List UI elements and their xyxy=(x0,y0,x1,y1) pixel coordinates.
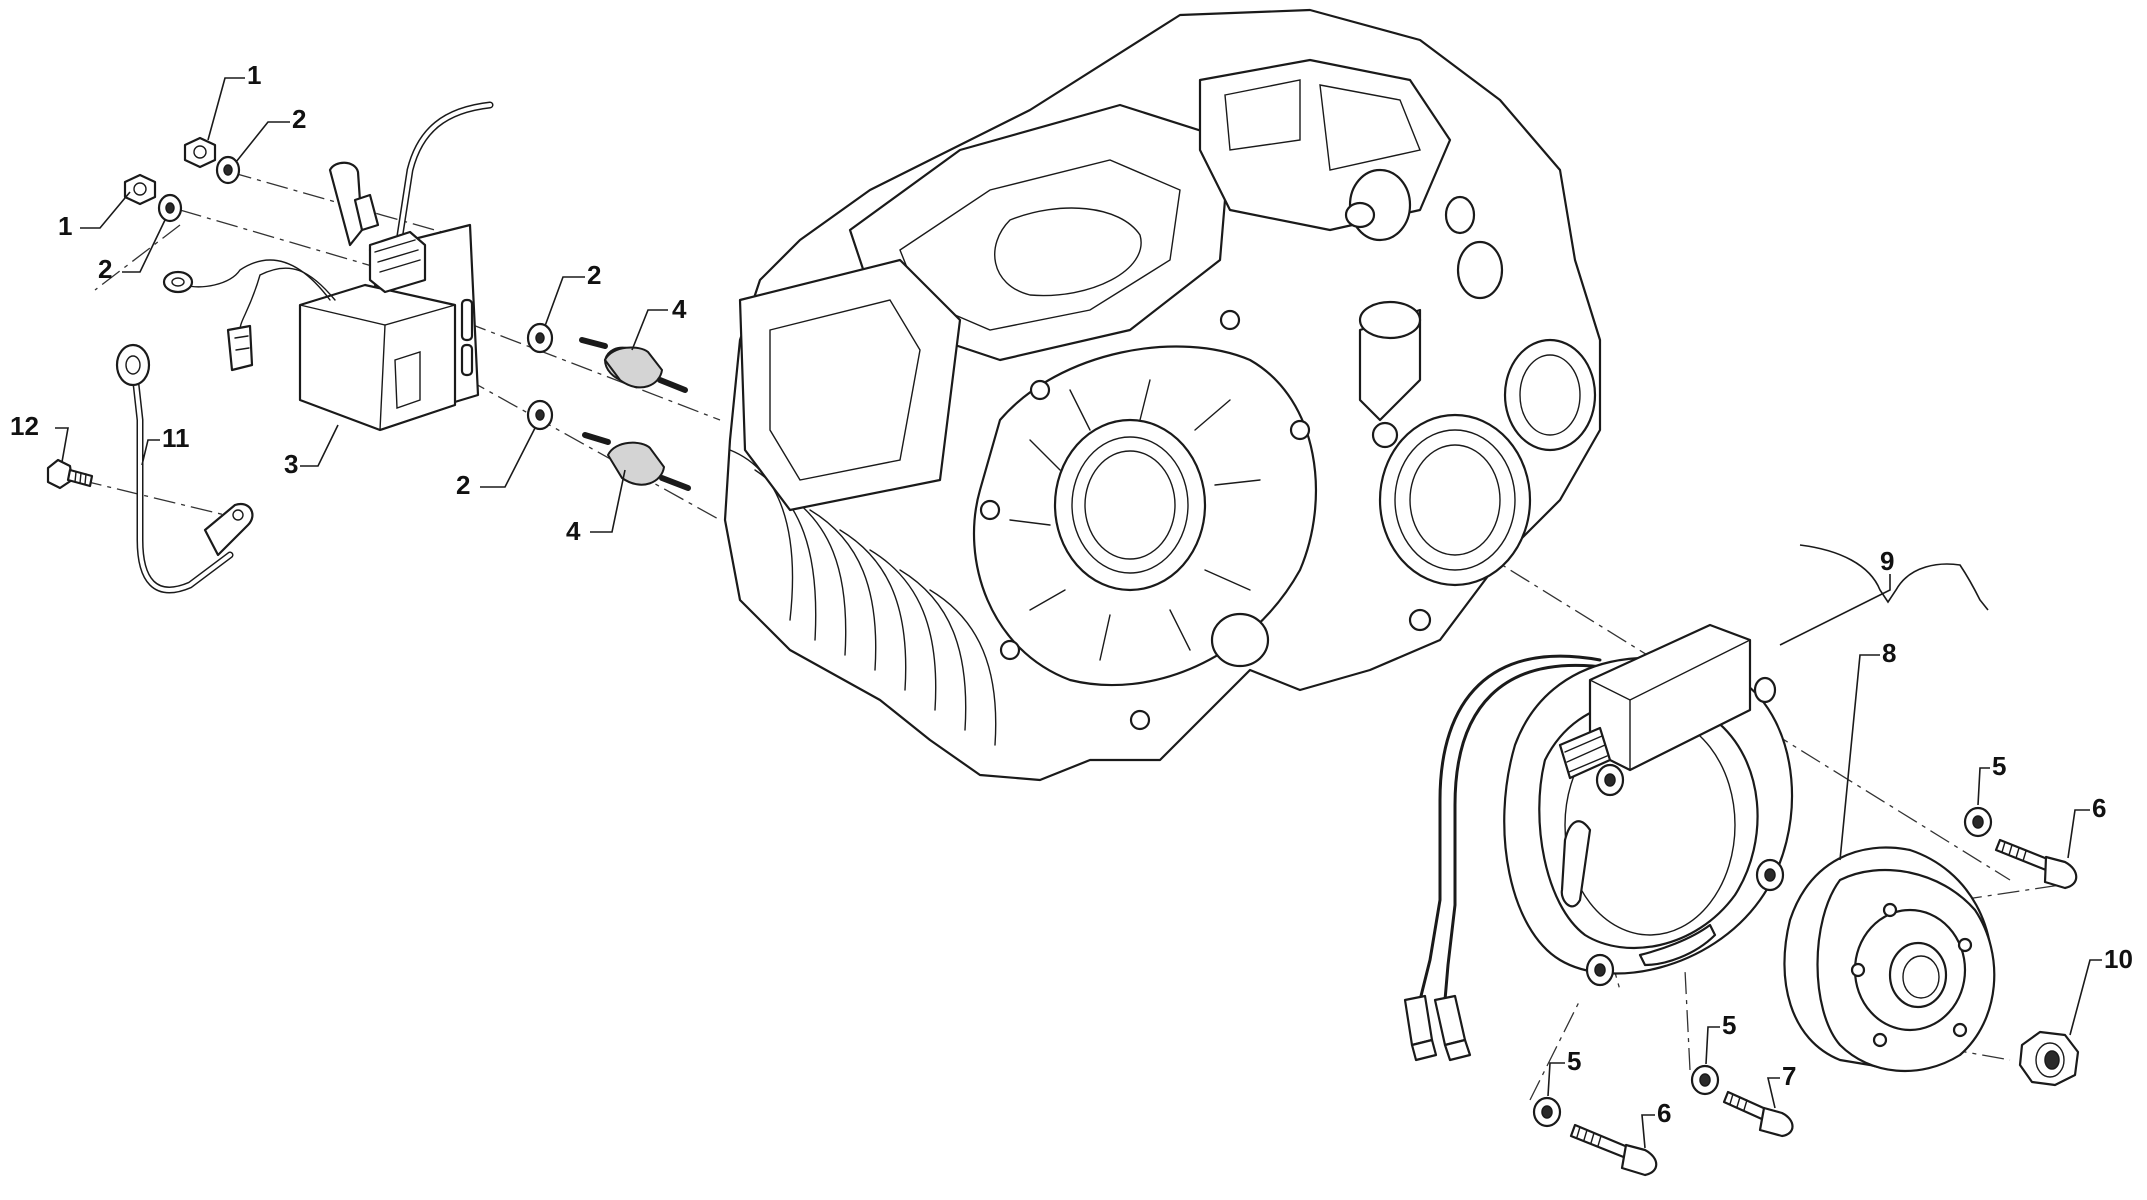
callout-2-lower: 2 xyxy=(98,254,112,284)
callout-7: 7 xyxy=(1782,1061,1796,1091)
ignition-module xyxy=(162,101,494,432)
washer-stator-bottom-left xyxy=(1532,1096,1562,1128)
callout-2-mount-lower: 2 xyxy=(456,470,470,500)
washer-mount-upper xyxy=(526,322,554,354)
nut-upper xyxy=(183,136,217,169)
callout-6-bottom: 6 xyxy=(1657,1098,1671,1128)
washer-mount-lower xyxy=(526,399,554,431)
stator-assembly xyxy=(1403,623,1794,1062)
callout-2-mount-upper: 2 xyxy=(587,260,601,290)
screw-stator-short xyxy=(1722,1090,1794,1138)
callouts: 1 1 2 2 2 2 3 4 4 5 5 5 6 6 7 8 9 10 11 … xyxy=(10,60,2133,1128)
callout-9: 9 xyxy=(1880,546,1894,576)
rubber-mount-upper xyxy=(579,337,688,393)
flywheel-nut xyxy=(2018,1030,2080,1087)
callout-1-upper: 1 xyxy=(247,60,261,90)
washer-stator-bottom-middle xyxy=(1690,1064,1720,1096)
screw-stator-bottom xyxy=(1569,1123,1658,1177)
callout-5-right: 5 xyxy=(1992,751,2006,781)
leader-lines xyxy=(55,77,2102,1149)
callout-5-bottom-left: 5 xyxy=(1567,1046,1581,1076)
ground-cable xyxy=(115,343,254,594)
engine-crankcase xyxy=(723,8,1602,782)
callout-3: 3 xyxy=(284,449,298,479)
washer-lower xyxy=(157,193,183,223)
rubber-mount-lower xyxy=(582,432,691,491)
callout-11: 11 xyxy=(162,423,190,453)
callout-8: 8 xyxy=(1882,638,1896,668)
bolt-ground xyxy=(46,458,94,490)
callout-1-lower: 1 xyxy=(58,211,72,241)
washer-stator-right xyxy=(1963,806,1993,838)
assembly-bracket xyxy=(1799,544,1989,611)
callout-12: 12 xyxy=(10,411,39,441)
callout-4-lower: 4 xyxy=(566,516,581,546)
callout-2-upper: 2 xyxy=(292,104,306,134)
flywheel-rotor xyxy=(1783,846,1996,1073)
nut-lower xyxy=(123,173,157,206)
washer-upper xyxy=(215,155,241,185)
callout-6-right: 6 xyxy=(2092,793,2106,823)
callout-10: 10 xyxy=(2104,944,2133,974)
screw-stator-right xyxy=(1994,838,2078,890)
callout-4-upper: 4 xyxy=(672,294,687,324)
callout-5-bottom-middle: 5 xyxy=(1722,1010,1736,1040)
